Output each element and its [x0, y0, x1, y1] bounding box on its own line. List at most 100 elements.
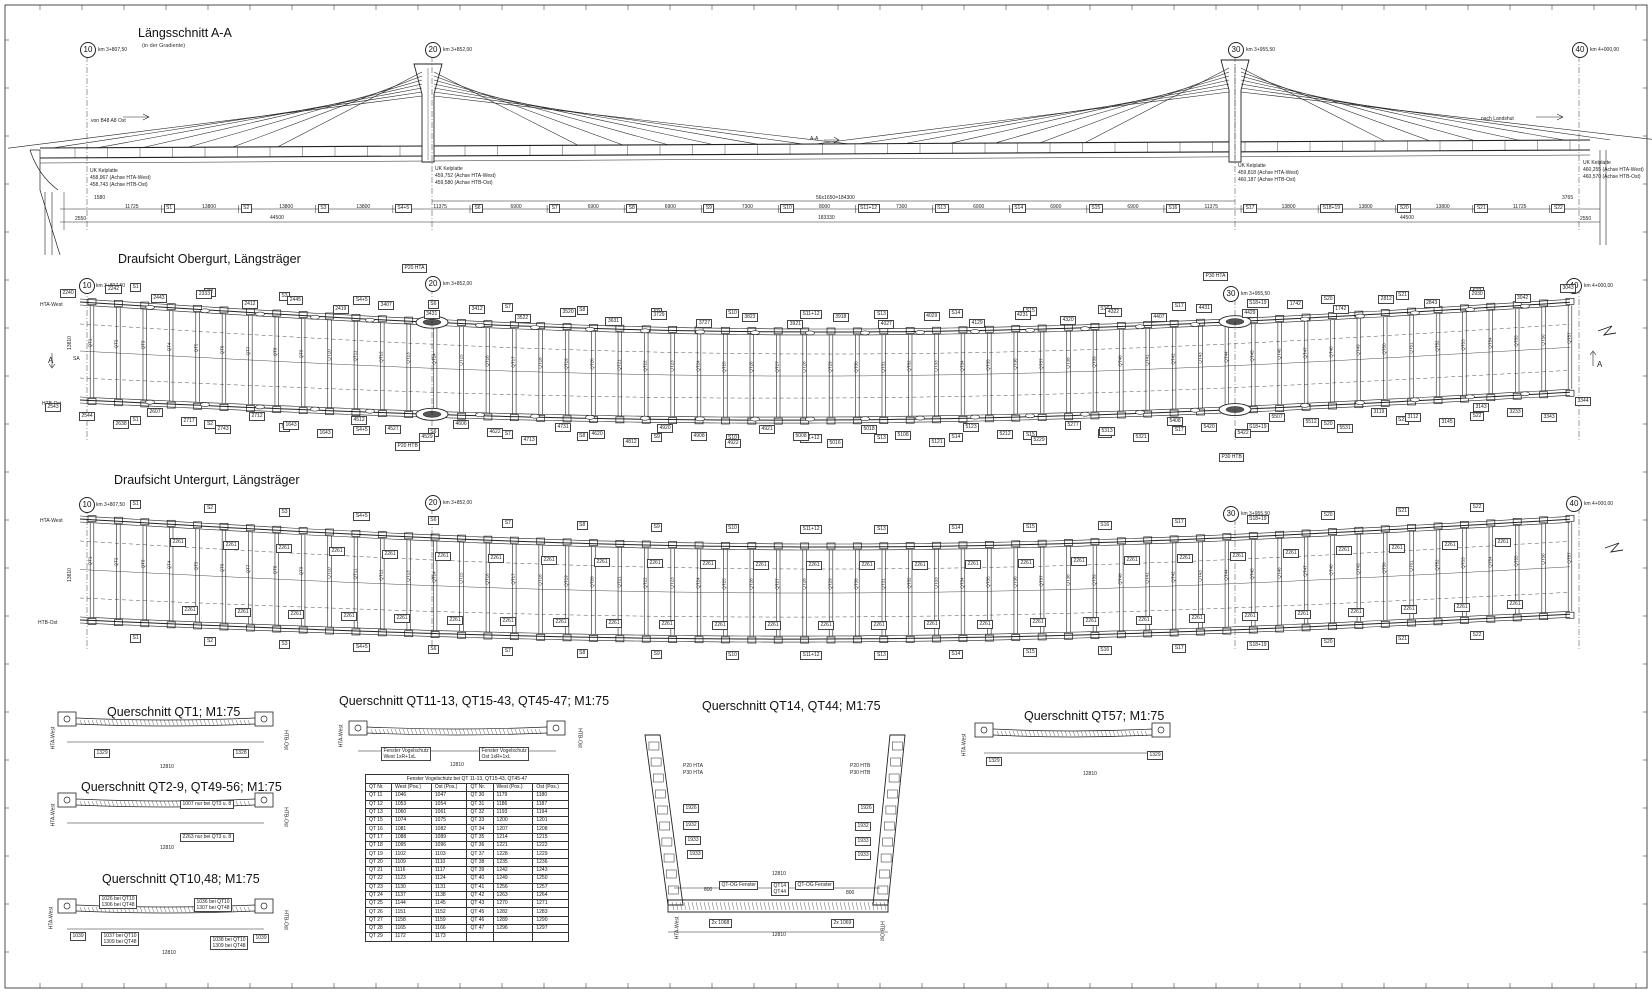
- top-node-east: [721, 417, 730, 425]
- section-arrow-label: A-A: [810, 136, 819, 142]
- window-table-col-5: Ost (Pos.): [532, 782, 569, 793]
- cable-left-2: [949, 79, 1230, 144]
- table-cell: QT 11: [364, 791, 393, 801]
- qt14-right-cell: [892, 741, 903, 751]
- bot-qt-label-qt18: QT18: [537, 574, 543, 586]
- qt14-dim-r2: 1932: [855, 822, 872, 831]
- long-dim-30: 13800: [1281, 204, 1296, 210]
- table-cell: 1263: [492, 890, 534, 901]
- qt11-hatch: [534, 728, 538, 735]
- bot-dim-2261-e: 2261: [924, 620, 941, 630]
- bot-seg-bot-S21: S21: [1395, 634, 1410, 644]
- table-cell: 1124: [430, 874, 468, 884]
- qt10-hatch: [167, 906, 171, 913]
- top-node-east: [1011, 414, 1021, 422]
- qt14-right-cell: [887, 789, 898, 799]
- long-section-title: Längsschnitt A-A: [138, 26, 232, 40]
- top-node-west: [1116, 322, 1126, 329]
- top-num-30: 2843: [1423, 299, 1440, 309]
- deck-lower-line: [39, 154, 1591, 164]
- qt14-deck-hatch: [671, 901, 675, 911]
- bot-qt-label-qt10: QT10: [326, 566, 332, 579]
- qt11-hatch: [410, 728, 414, 735]
- table-cell: 1221: [492, 841, 534, 851]
- span-right-dim: 44500: [1400, 215, 1414, 221]
- qt14-deck-hatch: [719, 901, 723, 911]
- qt2-hatch: [95, 800, 99, 807]
- bot-num-41: 3145: [1439, 418, 1456, 428]
- bot-seg-top-S2: S2: [204, 504, 216, 514]
- long-dim-11: S7: [549, 204, 561, 213]
- qt1-hatch: [191, 719, 195, 726]
- qt57-hatch: [1088, 730, 1092, 737]
- top-axis-30-marker: 30: [1223, 286, 1239, 302]
- qt14-right-cell: [888, 773, 900, 783]
- qt2-hatch: [235, 800, 239, 807]
- bot-node-west: [377, 531, 387, 538]
- anchor-east: [1025, 413, 1035, 419]
- bot-num-40: 3112: [1405, 413, 1421, 423]
- long-dim-15: S9: [703, 204, 715, 213]
- top-node-west: [1143, 321, 1153, 328]
- top-chord-east-1: [79, 391, 1571, 421]
- bot-qt-label-qt55: QT55: [1513, 555, 1519, 567]
- table-cell: QT 15: [364, 816, 393, 826]
- qt14-east: HTB-Ost: [878, 921, 885, 941]
- table-cell: 1256: [492, 882, 534, 892]
- top-node-east: [1539, 391, 1548, 399]
- qt14-deck-hatch: [683, 901, 687, 911]
- anchor-east: [1355, 400, 1365, 405]
- qt10-hatch: [95, 906, 99, 913]
- bot-num-13: 4622: [487, 427, 504, 437]
- qt1-left-hole: [63, 715, 71, 723]
- bot-num-24: 5018: [861, 424, 878, 434]
- bot-node-east: [800, 636, 809, 644]
- table-cell: 1130: [391, 882, 432, 892]
- qt14-p20-htb: P20 HTB: [850, 763, 871, 769]
- axis-30-marker: 30: [1228, 42, 1244, 58]
- table-cell: 1152: [430, 907, 468, 917]
- long-dim-16: 7300: [741, 204, 753, 210]
- table-cell: 1109: [391, 857, 432, 867]
- qt10-dim-d2: 1309 bei QT48: [212, 943, 246, 949]
- table-cell: 1201: [532, 816, 569, 826]
- top-node-east: [1116, 411, 1126, 419]
- bot-qt-label-qt43: QT43: [1197, 570, 1203, 582]
- bot-dim-2261-e: 2261: [341, 611, 358, 621]
- anchor-west: [200, 308, 210, 314]
- bot-num-31: 5313: [1099, 426, 1116, 436]
- qt57-hatch: [1072, 730, 1076, 737]
- bot-dim-2261-w: 2261: [329, 546, 346, 556]
- long-dim-9: S6: [471, 204, 484, 213]
- bot-dim-2261-e: 2261: [765, 621, 782, 631]
- bot-dim-2261-e: 2261: [1295, 609, 1312, 619]
- top-node-east: [457, 412, 466, 420]
- bot-node-west: [668, 541, 677, 548]
- bot-node-east: [483, 632, 493, 640]
- table-cell: 1138: [430, 890, 468, 901]
- top-qt-label-qt26: QT26: [748, 361, 754, 373]
- top-node-east: [958, 415, 968, 423]
- bot-qt-label-qt30: QT30: [854, 578, 860, 590]
- anchor-east: [1410, 397, 1420, 403]
- qt57-hatch: [1116, 730, 1120, 737]
- bot-node-west: [1222, 533, 1232, 541]
- qt11-hatch: [406, 728, 410, 735]
- table-cell: 1053: [391, 799, 432, 809]
- cable-right-1: [433, 83, 714, 145]
- section-marker-right: A: [1597, 360, 1603, 369]
- long-dim-27: S16: [1165, 204, 1180, 213]
- bot-dim-2261-e: 2261: [1189, 613, 1206, 623]
- bot-qt-label-qt36: QT36: [1012, 576, 1018, 588]
- top-node-east: [1512, 392, 1522, 400]
- qt10-dim-c1: 1037 bei QT10: [103, 933, 137, 939]
- bot-node-west: [483, 535, 493, 543]
- bot-qt-label-qt20: QT20: [590, 575, 596, 588]
- top-qt-label-qt29: QT29: [827, 361, 833, 373]
- top-num-27: 1742: [1287, 300, 1304, 310]
- bot-node-west: [985, 541, 994, 548]
- top-num-2: 2443: [150, 294, 168, 304]
- top-qt-label-qt14: QT14: [431, 353, 437, 366]
- table-cell: QT 46: [466, 915, 494, 926]
